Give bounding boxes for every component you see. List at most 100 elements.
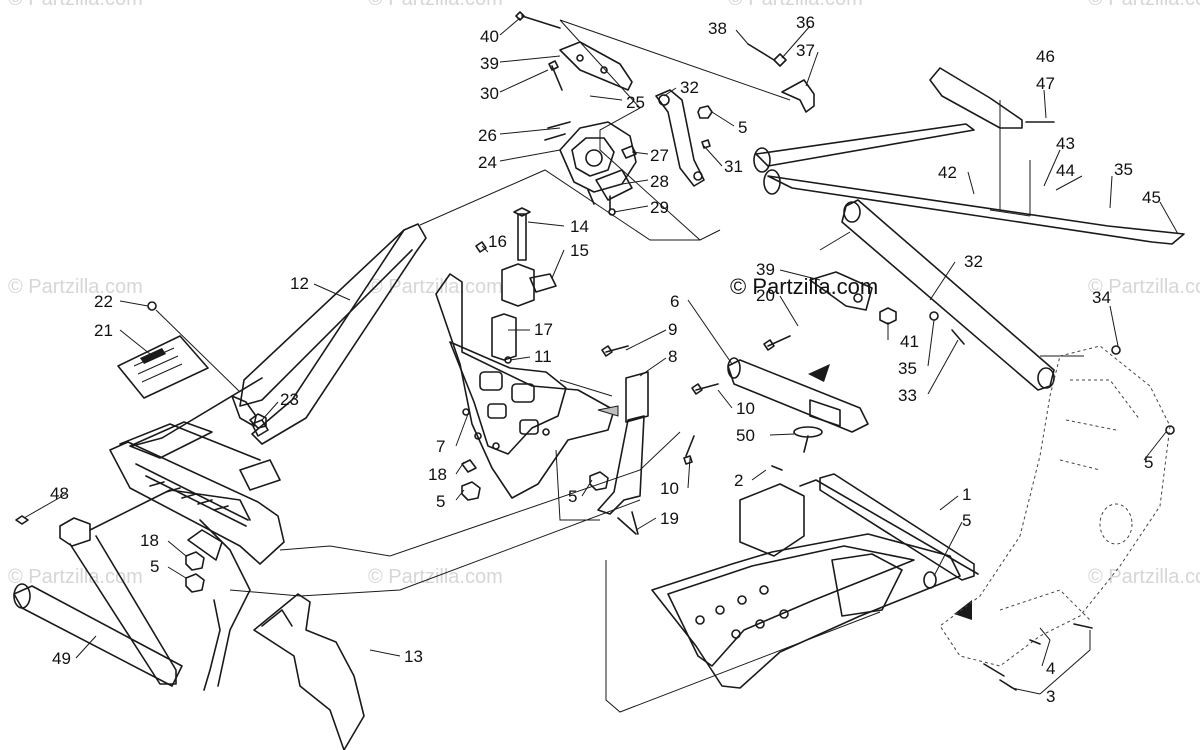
callout-18: 18 <box>428 465 447 484</box>
callout-40: 40 <box>480 27 499 46</box>
callout-5-rear: 5 <box>962 511 971 530</box>
callout-5: 5 <box>738 118 747 137</box>
callout-43: 43 <box>1056 134 1075 153</box>
callout-50: 50 <box>736 426 755 445</box>
bracket-46 <box>929 67 1055 129</box>
callout-15: 15 <box>570 241 589 260</box>
callout-2: 2 <box>734 471 743 490</box>
callout-3: 3 <box>1046 687 1055 706</box>
callout-24: 24 <box>478 153 497 172</box>
callout-48: 48 <box>50 484 69 503</box>
bolt-30 <box>548 60 563 91</box>
callout-35: 35 <box>1114 160 1133 179</box>
link-arm-32-lower <box>841 199 1055 391</box>
callout-12: 12 <box>290 274 309 293</box>
callout-9: 9 <box>668 320 677 339</box>
callout-23: 23 <box>280 390 299 409</box>
callout-29: 29 <box>650 198 669 217</box>
callout-5-center-left: 5 <box>436 492 445 511</box>
rear-frame-1 <box>651 465 979 689</box>
callout-19: 19 <box>660 509 679 528</box>
callout-labels: 40 39 30 25 32 5 26 27 24 31 28 29 38 36… <box>50 13 1161 706</box>
callout-18-left: 18 <box>140 531 159 550</box>
front-bulkhead-7 <box>435 273 619 499</box>
callout-1: 1 <box>962 485 971 504</box>
bolts-9-10-20 <box>601 335 791 465</box>
bolt-22 <box>147 301 241 393</box>
washer-50 <box>793 426 823 453</box>
crossbar-49 <box>13 583 183 687</box>
callout-42: 42 <box>938 163 957 182</box>
watermark: © Partzilla.com <box>8 0 143 11</box>
bracket-37 <box>747 43 815 113</box>
tie-rod-6 <box>727 357 869 433</box>
callout-27: 27 <box>650 146 669 165</box>
callout-34: 34 <box>1092 288 1111 307</box>
frame-truss <box>129 421 281 491</box>
callout-32: 32 <box>680 78 699 97</box>
callout-10-lower: 10 <box>660 479 679 498</box>
upper-arm-42 <box>753 100 1185 245</box>
watermark: © Partzilla.com <box>1088 276 1200 298</box>
callout-14: 14 <box>570 217 589 236</box>
callout-44: 44 <box>1056 161 1075 180</box>
watermark: © Partzilla.com <box>368 0 503 11</box>
steering-support-8 <box>597 371 649 535</box>
bracket-39-lower <box>809 271 965 345</box>
upper-group-boundary <box>419 19 791 241</box>
mount-bracket-32-upper <box>655 89 705 187</box>
callout-45: 45 <box>1142 188 1161 207</box>
callout-35-lower: 35 <box>898 359 917 378</box>
callout-39: 39 <box>480 54 499 73</box>
skid-plate-13 <box>253 593 365 750</box>
decal-21 <box>117 335 209 399</box>
callout-5-chassis: 5 <box>1144 453 1153 472</box>
callout-10: 10 <box>736 399 755 418</box>
callout-5-left: 5 <box>150 557 159 576</box>
watermark: © Partzilla.com <box>8 276 143 298</box>
bolt-40 <box>515 11 561 29</box>
chassis-outline <box>939 345 1175 691</box>
callout-39-lower: 39 <box>756 260 775 279</box>
callout-33: 33 <box>898 386 917 405</box>
pin-19 <box>617 517 637 535</box>
nut-5-upper <box>697 105 713 119</box>
callout-46: 46 <box>1036 47 1055 66</box>
watermark: © Partzilla.com <box>1088 566 1200 588</box>
watermark: © Partzilla.com <box>8 566 143 588</box>
callout-4: 4 <box>1046 659 1055 678</box>
watermark: © Partzilla.com <box>368 276 503 298</box>
partzilla-copyright: © Partzilla.com <box>730 274 879 299</box>
callout-17: 17 <box>534 320 553 339</box>
callout-31: 31 <box>724 157 743 176</box>
callout-41: 41 <box>900 332 919 351</box>
callout-26: 26 <box>478 126 497 145</box>
upper-plate-39 <box>559 41 633 91</box>
callout-5-center: 5 <box>568 487 577 506</box>
callout-22: 22 <box>94 292 113 311</box>
bolt-48 <box>15 515 29 525</box>
power-steering-unit <box>544 121 637 216</box>
watermark: © Partzilla.com <box>1088 0 1200 11</box>
callout-6: 6 <box>670 292 679 311</box>
callout-49: 49 <box>52 649 71 668</box>
callout-38: 38 <box>708 19 727 38</box>
frame-boundary-lines <box>229 379 881 713</box>
callout-36: 36 <box>796 13 815 32</box>
callout-11: 11 <box>534 347 552 366</box>
bolt-27-31 <box>621 139 711 159</box>
callout-16: 16 <box>488 232 507 251</box>
callout-leaders <box>23 17 1179 695</box>
callout-13: 13 <box>404 647 423 666</box>
callout-7: 7 <box>436 437 445 456</box>
callout-21: 21 <box>94 321 113 340</box>
callout-37: 37 <box>796 41 815 60</box>
callout-20: 20 <box>756 286 775 305</box>
clip-23 <box>251 419 269 437</box>
callout-47: 47 <box>1036 74 1055 93</box>
steering-post <box>475 207 557 364</box>
watermark: © Partzilla.com <box>728 0 863 11</box>
callout-32-lower: 32 <box>964 252 983 271</box>
